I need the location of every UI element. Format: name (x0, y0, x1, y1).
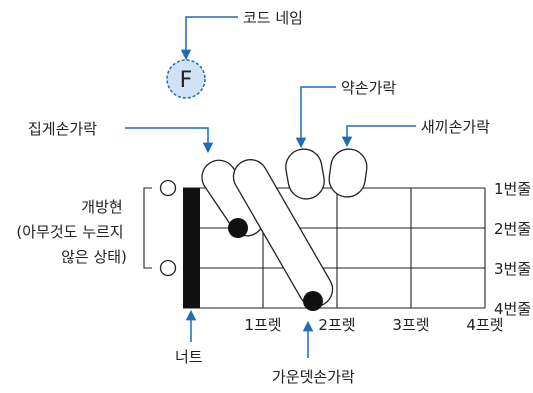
string-label-3: 3번줄 (494, 260, 531, 278)
middle-finger-shape (232, 159, 334, 307)
ring-finger-arrow (295, 86, 336, 149)
fret-label-3: 3프렛 (392, 316, 429, 334)
pinky-finger-shape (328, 148, 368, 198)
press-dot-string2-fret1 (228, 218, 248, 238)
fret-label-1: 1프렛 (244, 316, 281, 334)
string-label-1: 1번줄 (494, 180, 531, 198)
fingers (201, 148, 368, 307)
fret-label-2: 2프렛 (318, 316, 355, 334)
ring-finger-shape (285, 148, 325, 200)
open-string-label-2: (아무것도 누르지 (16, 223, 123, 241)
string-label-4: 4번줄 (494, 300, 531, 318)
open-string-circle-1 (159, 179, 177, 197)
press-dot-string4-fret2 (303, 291, 323, 311)
middle-finger-label: 가운뎃손가락 (272, 368, 355, 386)
chord-letter: F (180, 68, 193, 93)
chord-name-arrow (180, 16, 238, 61)
fret-label-4: 4프렛 (466, 316, 503, 334)
chord-badge (166, 59, 206, 99)
open-string-circle-3 (159, 259, 177, 277)
open-string-bracket (143, 187, 152, 269)
chord-name-label: 코드 네임 (243, 9, 303, 27)
index-finger-arrow (125, 127, 214, 154)
nut (183, 188, 200, 308)
pinky-finger-label: 새끼손가락 (421, 118, 490, 136)
pinky-finger-arrow (341, 125, 416, 148)
nut-label: 너트 (175, 348, 203, 366)
index-finger-label: 집게손가락 (28, 120, 97, 138)
open-string-label-1: 개방현 (81, 198, 122, 216)
string-label-2: 2번줄 (494, 220, 531, 238)
open-string-label-3: 않은 상태) (61, 248, 127, 266)
ring-finger-label: 약손가락 (341, 79, 396, 97)
